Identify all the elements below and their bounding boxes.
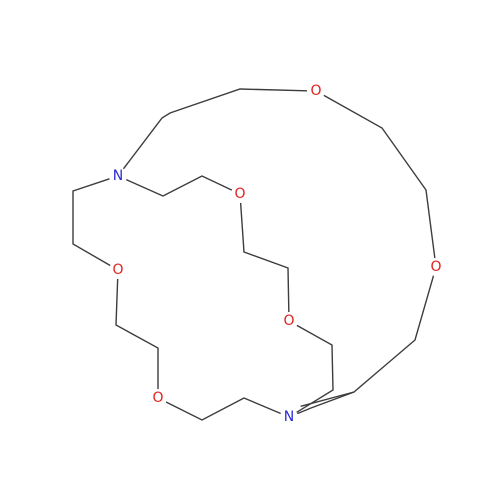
atom-label-o1: O <box>310 83 321 99</box>
atom-label-o5: O <box>112 262 123 278</box>
atom-label-n1: N <box>113 168 123 184</box>
bond-chain-5 <box>239 202 290 313</box>
atom-label-o2: O <box>430 259 441 275</box>
bond-chain-8 <box>115 278 159 389</box>
bond-chain-7 <box>72 178 111 267</box>
atom-o3: O <box>234 186 245 202</box>
bond-lines <box>72 88 436 421</box>
atom-o4: O <box>283 313 294 329</box>
bond-chain-6 <box>296 324 334 413</box>
atom-label-o4: O <box>283 313 294 329</box>
atom-o6: O <box>152 390 163 406</box>
bond-chain-3 <box>297 275 435 415</box>
atom-label-o6: O <box>152 390 163 406</box>
atom-n1: N <box>113 168 123 184</box>
atom-label-o3: O <box>234 186 245 202</box>
atom-o1: O <box>310 83 321 99</box>
bond-chain-9 <box>165 397 281 421</box>
bond-segment-n2 <box>300 391 355 407</box>
atom-labels: N N O O O O O O <box>112 83 441 425</box>
atom-o2: O <box>430 259 441 275</box>
bond-chain-2 <box>323 94 436 259</box>
atom-n2: N <box>284 409 294 425</box>
atom-o5: O <box>112 262 123 278</box>
bond-chain-1 <box>122 88 308 170</box>
bond-chain-4 <box>125 175 233 197</box>
atom-label-n2: N <box>284 409 294 425</box>
